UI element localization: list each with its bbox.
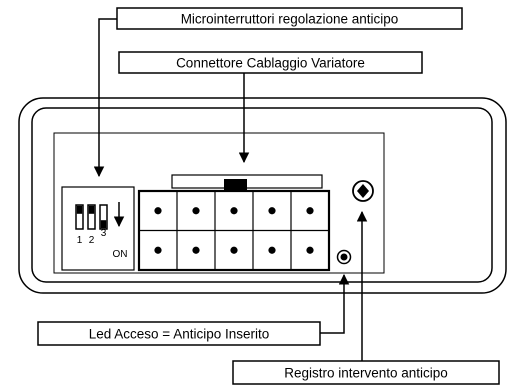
callout-led: Led Acceso = Anticipo Inserito (37, 273, 350, 346)
label-dip-switches: Microinterruttori regolazione anticipo (181, 12, 399, 27)
connector-pin (192, 207, 200, 215)
callout-connector: Connettore Cablaggio Variatore (118, 51, 423, 164)
connector-pin (154, 246, 162, 254)
connector-pin (192, 246, 200, 254)
label-led: Led Acceso = Anticipo Inserito (89, 327, 270, 342)
register-screw (352, 180, 374, 202)
dip-switch-block: 1 2 3 ON (61, 186, 135, 271)
switch-number-2: 2 (89, 235, 95, 246)
connector-pin (230, 246, 238, 254)
connector-pin (154, 207, 162, 215)
dip-switch-2 (87, 204, 96, 230)
callout-register: Registro intervento anticipo (232, 210, 500, 385)
connector-pin (268, 207, 276, 215)
label-connector: Connettore Cablaggio Variatore (176, 56, 365, 71)
connector-pin (306, 246, 314, 254)
callout-dip-switches: Microinterruttori regolazione anticipo (93, 7, 463, 178)
connector-pin (230, 207, 238, 215)
label-register: Registro intervento anticipo (284, 366, 448, 381)
switch-number-1: 1 (77, 235, 83, 246)
connector (137, 174, 331, 272)
led-indicator (336, 249, 352, 265)
switch-on-label: ON (113, 249, 128, 260)
connector-pin (306, 207, 314, 215)
connector-pin (268, 246, 276, 254)
switch-number-3: 3 (101, 228, 107, 239)
dip-switch-3 (99, 204, 108, 230)
dip-switch-1 (75, 204, 84, 230)
